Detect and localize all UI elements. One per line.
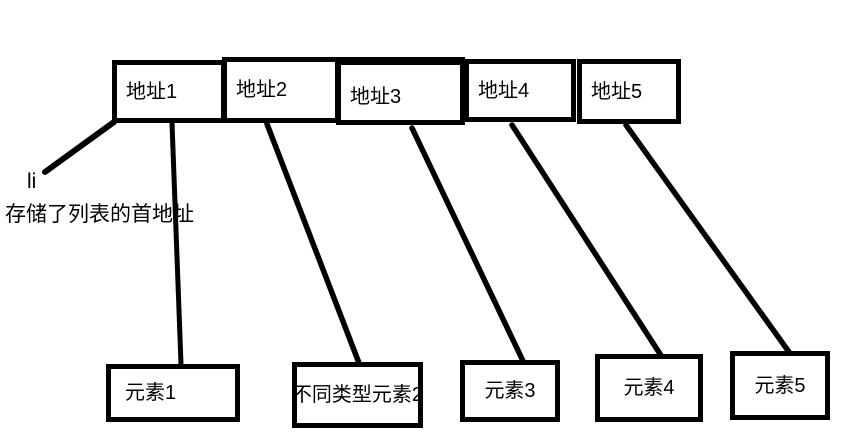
connector-address2-element2 bbox=[264, 121, 362, 366]
address-box-5: 地址5 bbox=[577, 59, 681, 124]
element-box-3-label: 元素3 bbox=[484, 380, 536, 402]
element-box-5-label: 元素5 bbox=[754, 374, 806, 397]
connector-address5-element5 bbox=[623, 122, 792, 355]
address-box-5-label: 地址5 bbox=[591, 80, 643, 103]
connector-address1-li bbox=[42, 119, 117, 175]
element-box-5: 元素5 bbox=[730, 351, 830, 420]
address-box-2: 地址2 bbox=[222, 57, 340, 123]
element-box-1: 元素1 bbox=[106, 364, 240, 422]
connector-address4-element4 bbox=[509, 122, 665, 360]
element-box-4-label: 元素4 bbox=[623, 377, 675, 399]
element-box-1-label: 元素1 bbox=[125, 382, 177, 404]
connector-address1-element1 bbox=[169, 122, 184, 365]
address-box-1: 地址1 bbox=[112, 60, 226, 123]
element-box-3: 元素3 bbox=[460, 360, 560, 422]
element-box-2-label: 不同类型元素2 bbox=[291, 384, 424, 406]
connector-address3-element3 bbox=[409, 125, 526, 364]
address-box-1-label: 地址1 bbox=[126, 80, 178, 103]
address-box-4-label: 地址4 bbox=[478, 79, 530, 102]
address-box-3-label: 地址3 bbox=[350, 86, 402, 108]
address-box-2-label: 地址2 bbox=[236, 79, 288, 101]
annotation-text: 存储了列表的首地址 bbox=[5, 203, 194, 226]
address-box-4: 地址4 bbox=[464, 59, 576, 122]
element-box-4: 元素4 bbox=[595, 354, 703, 422]
address-box-3: 地址3 bbox=[336, 57, 465, 125]
element-box-2: 不同类型元素2 bbox=[292, 362, 423, 428]
pointer-label-li: li bbox=[27, 170, 37, 193]
